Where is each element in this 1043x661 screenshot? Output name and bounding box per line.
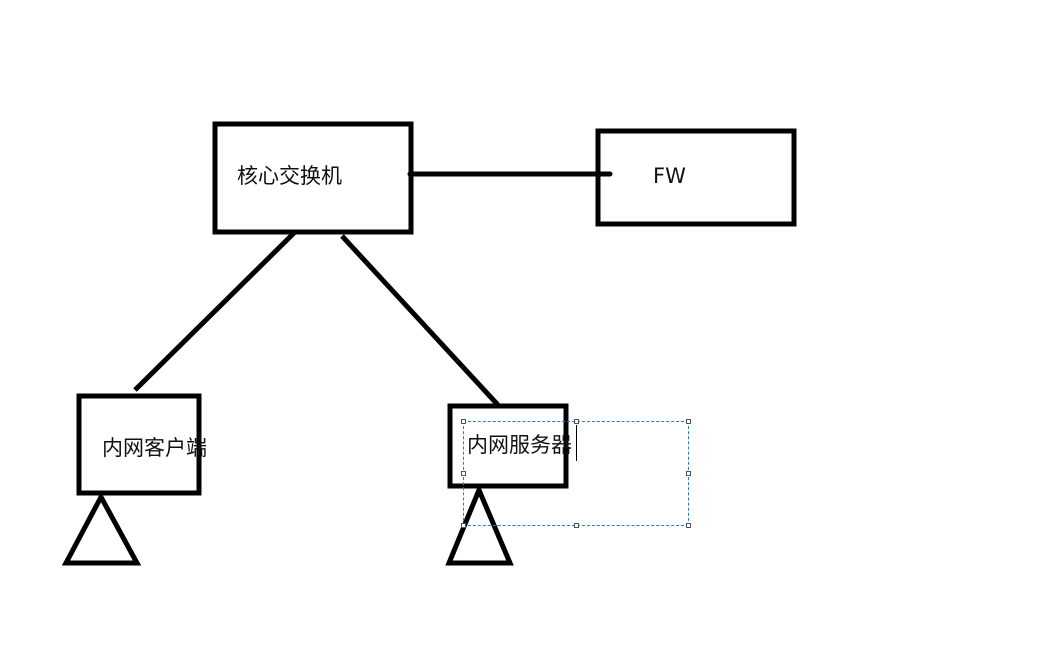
node-core-switch[interactable]	[212, 121, 414, 235]
resize-handle-top-left[interactable]	[461, 419, 466, 424]
resize-handle-bottom-center[interactable]	[574, 523, 579, 528]
resize-handle-middle-left[interactable]	[461, 471, 466, 476]
label-core-switch: 核心交换机	[237, 164, 342, 188]
resize-handle-top-center[interactable]	[574, 419, 579, 424]
resize-handle-top-right[interactable]	[686, 419, 691, 424]
resize-handle-bottom-left[interactable]	[461, 523, 466, 528]
node-intranet-server[interactable]	[447, 403, 569, 489]
edge-core-server[interactable]	[340, 234, 500, 407]
label-intranet-server: 内网服务器	[467, 433, 572, 457]
node-intranet-client[interactable]	[76, 393, 202, 496]
resize-handle-middle-right[interactable]	[686, 471, 691, 476]
node-fw[interactable]	[595, 128, 797, 227]
label-intranet-client: 内网客户端	[102, 436, 207, 460]
client-stand-triangle	[61, 491, 142, 566]
label-fw: FW	[653, 164, 686, 188]
edge-core-client[interactable]	[133, 230, 297, 392]
text-caret	[576, 425, 577, 461]
resize-handle-bottom-right[interactable]	[686, 523, 691, 528]
